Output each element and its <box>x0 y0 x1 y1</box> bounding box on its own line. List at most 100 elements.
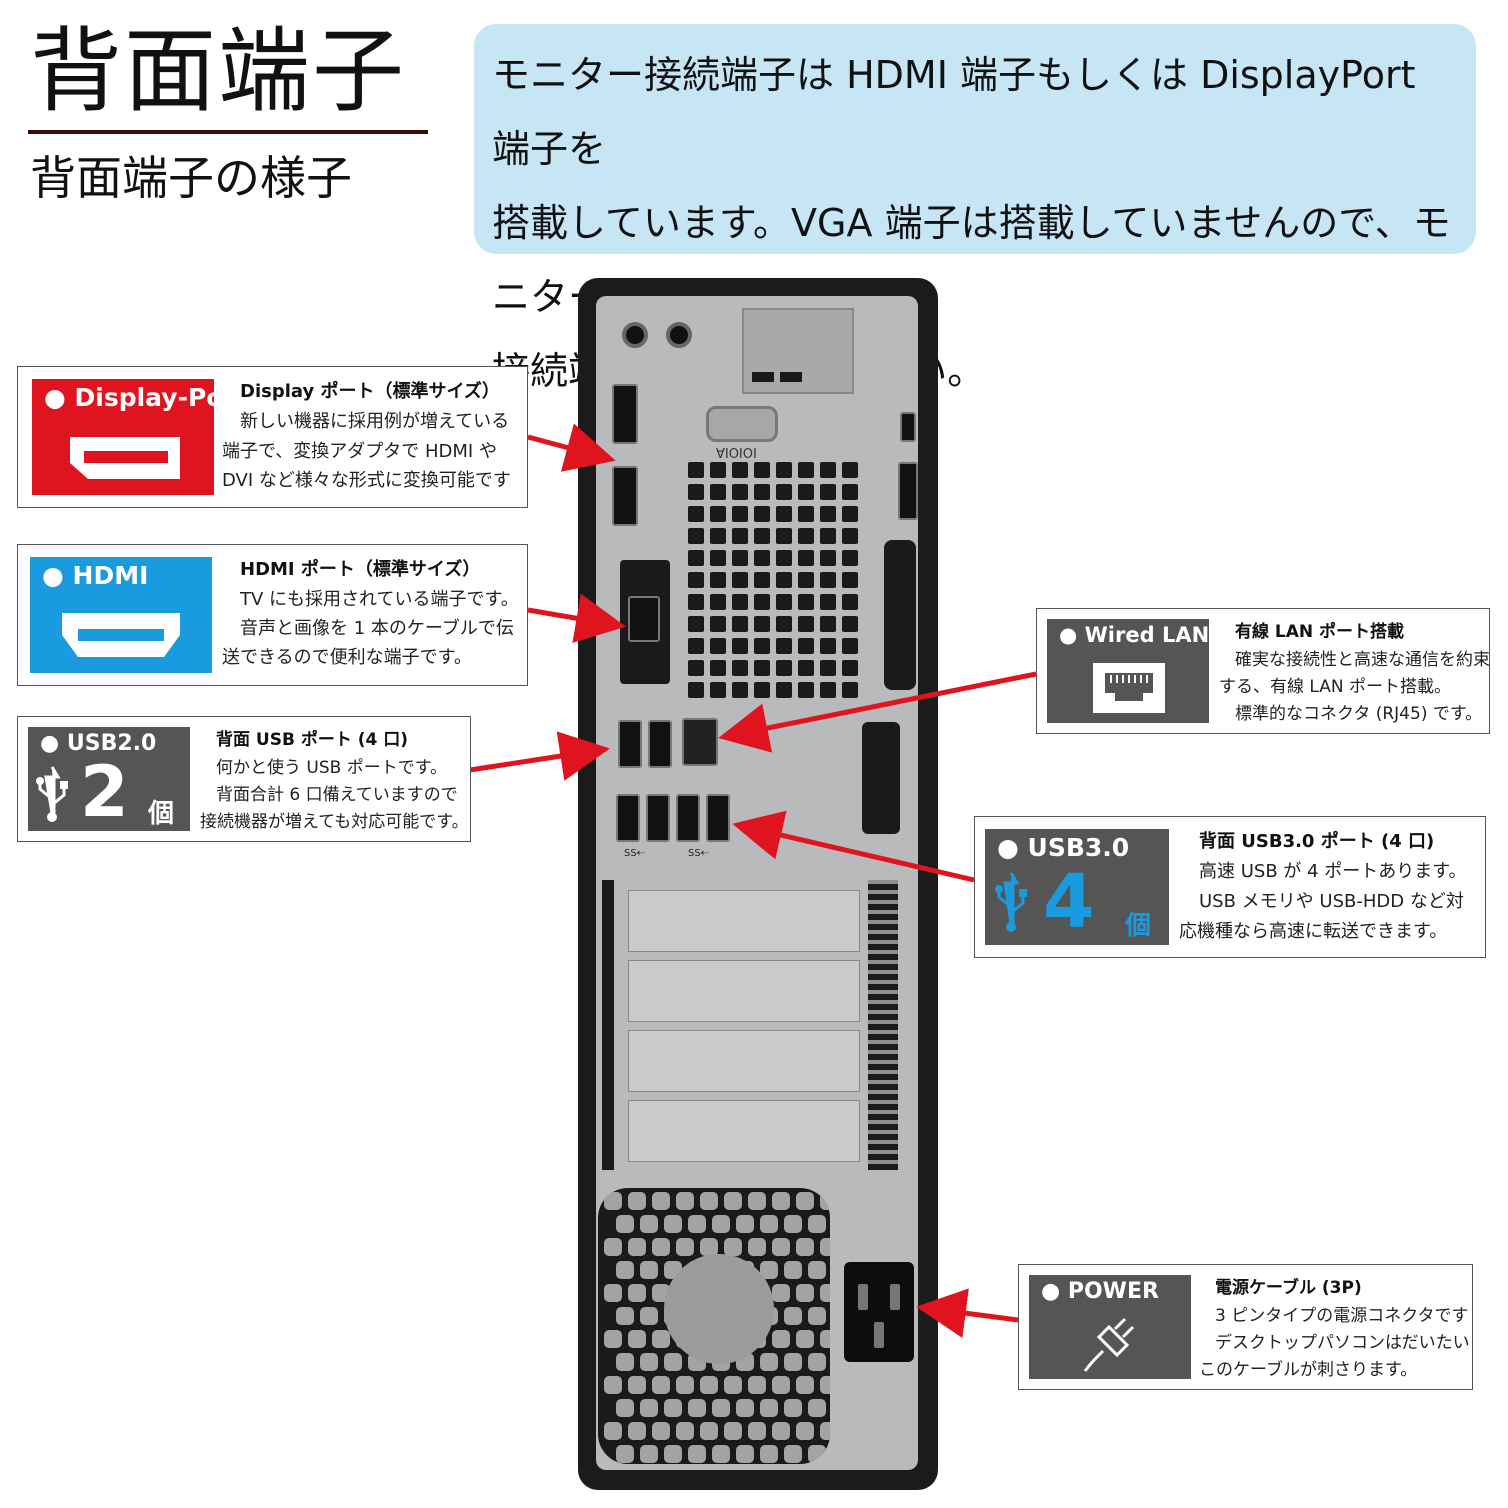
usb2-unit: 個 <box>148 799 175 829</box>
vent-hole <box>754 550 770 566</box>
fan-hole <box>820 1192 830 1210</box>
fan-hole <box>652 1238 670 1256</box>
callout-line: 何かと使う USB ポートです。 <box>216 758 448 778</box>
usb2-port-2 <box>648 720 672 768</box>
arrow-power <box>916 1288 1019 1338</box>
bracket-slot <box>780 372 802 382</box>
fan-hole <box>796 1422 814 1440</box>
fan-hole <box>604 1238 622 1256</box>
callout-line: 音声と画像を 1 本のケーブルで伝 <box>240 618 514 639</box>
expansion-slot-cover <box>628 1100 860 1162</box>
vent-hole <box>688 660 704 676</box>
usb2-port-1 <box>618 720 642 768</box>
vent-hole <box>776 572 792 588</box>
vent-hole <box>798 528 814 544</box>
callout-line: TV にも採用されている端子です。 <box>240 589 519 610</box>
expansion-slot-cover <box>628 890 860 952</box>
callout-title: 背面 USB3.0 ポート (4 口) <box>1199 831 1435 852</box>
fan-hole <box>736 1215 754 1233</box>
fan-hole <box>796 1330 814 1348</box>
fan-hole <box>640 1353 658 1371</box>
vent-hole <box>754 528 770 544</box>
power-badge: ● POWER <box>1029 1275 1191 1379</box>
vent-hole <box>820 462 836 478</box>
fan-hole <box>628 1284 646 1302</box>
vent-hole <box>732 506 748 522</box>
fan-hole <box>820 1284 830 1302</box>
fan-hole <box>748 1422 766 1440</box>
fan-hole <box>700 1238 718 1256</box>
vent-hole <box>842 484 858 500</box>
vent-hole <box>710 638 726 654</box>
fan-hole <box>652 1330 670 1348</box>
usb3-port-3 <box>676 794 700 842</box>
vent-hole <box>820 682 836 698</box>
callout-title: 背面 USB ポート (4 口) <box>216 730 409 750</box>
vent-hole <box>754 682 770 698</box>
vent-hole <box>688 572 704 588</box>
vent-hole <box>798 660 814 676</box>
fan-hole <box>628 1192 646 1210</box>
fan-hole <box>808 1399 826 1417</box>
vent-hole <box>688 682 704 698</box>
fan-hole <box>616 1399 634 1417</box>
fan-hole <box>616 1353 634 1371</box>
usb3-port-1 <box>616 794 640 842</box>
fan-hole <box>712 1399 730 1417</box>
fan-hole <box>784 1215 802 1233</box>
vent-hole <box>842 638 858 654</box>
expansion-slot-cover <box>628 1030 860 1092</box>
fan-hole <box>820 1330 830 1348</box>
ethernet-port <box>682 718 718 766</box>
fan-hole <box>796 1192 814 1210</box>
fan-hole <box>820 1376 830 1394</box>
badge-label: ● HDMI <box>42 561 149 590</box>
vent-hole <box>754 638 770 654</box>
vent-hole <box>842 660 858 676</box>
fan-hole <box>772 1422 790 1440</box>
fan-hole <box>640 1445 658 1463</box>
badge-label: ● POWER <box>1041 1279 1159 1304</box>
fan-hole <box>604 1376 622 1394</box>
fan-hole <box>796 1376 814 1394</box>
cable-clip <box>862 722 900 834</box>
badge-label: ● USB3.0 <box>997 833 1130 862</box>
vent-hole <box>710 660 726 676</box>
vent-hole <box>842 550 858 566</box>
vent-hole <box>710 528 726 544</box>
slot-frame <box>602 880 614 1170</box>
hdmi-port <box>628 596 660 642</box>
fan-hole <box>796 1284 814 1302</box>
fan-hole <box>820 1238 830 1256</box>
arrow-usb2 <box>469 731 610 781</box>
fan-hole <box>808 1307 826 1325</box>
fan-hole <box>688 1399 706 1417</box>
callout-line: 接続機器が増えても対応可能です。 <box>200 812 469 832</box>
fan-hole <box>664 1445 682 1463</box>
page-title: 背面端子 <box>30 18 407 125</box>
displayport-port-1 <box>612 384 638 444</box>
callout-line: 応機種なら高速に転送できます。 <box>1179 921 1448 942</box>
vent-hole <box>732 616 748 632</box>
vent-hole <box>842 528 858 544</box>
fan-hole <box>724 1422 742 1440</box>
usb3-port-2 <box>646 794 670 842</box>
vent-hole <box>776 682 792 698</box>
fan-hole <box>760 1215 778 1233</box>
fan-hole <box>664 1353 682 1371</box>
vent-hole <box>710 462 726 478</box>
vent-hole <box>776 484 792 500</box>
vent-hole <box>820 506 836 522</box>
fan-hole <box>724 1192 742 1210</box>
vent-hole <box>688 594 704 610</box>
vent-hole <box>754 484 770 500</box>
usb-icon <box>995 872 1027 932</box>
vent-hole <box>688 550 704 566</box>
lan-badge: ● Wired LAN <box>1047 619 1209 723</box>
fan-hole <box>616 1261 634 1279</box>
vent-hole <box>842 594 858 610</box>
vent-hole <box>732 638 748 654</box>
fan-hole <box>724 1238 742 1256</box>
callout-lan: ● Wired LAN 有線 LAN ポート搭載 確実な接続性と高速な通信を約束… <box>1036 608 1490 734</box>
fan-hole <box>808 1261 826 1279</box>
